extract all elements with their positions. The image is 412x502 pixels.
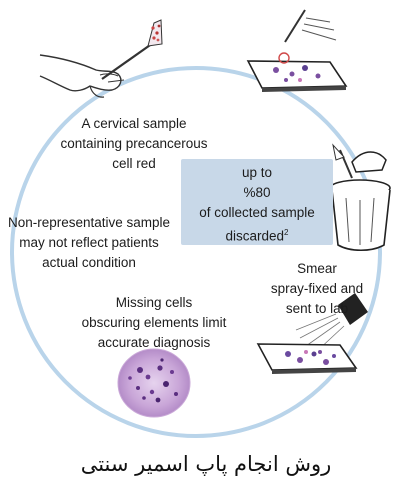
cervical-sample-label: A cervical sample containing precancerou… <box>36 114 232 174</box>
label-line: actual condition <box>42 255 136 270</box>
smear-sent-label: Smear spray-fixed and sent to lab <box>254 259 380 319</box>
hand-with-brush-illustration <box>39 19 163 98</box>
label-line: containing precancerous <box>60 136 208 151</box>
cycle-ring <box>10 66 382 438</box>
non-representative-label: Non-representative sample may not reflec… <box>0 213 178 273</box>
smear-slide-illustration <box>246 9 348 92</box>
label-line: spray-fixed and <box>270 281 364 296</box>
label-line: Smear <box>297 261 337 276</box>
label-line: sent to lab <box>285 301 349 316</box>
info-discarded-text: discarded <box>225 228 285 244</box>
label-line: Non-representative sample <box>7 215 171 230</box>
label-line: cell red <box>112 156 156 171</box>
microscope-cell-view-illustration <box>117 348 191 418</box>
label-line: may not reflect patients <box>19 235 159 250</box>
label-line: accurate diagnosis <box>97 335 211 350</box>
info-line: of collected sample <box>199 205 315 220</box>
missing-cells-label: Missing cells obscuring elements limit a… <box>66 293 242 353</box>
label-line: A cervical sample <box>81 116 187 131</box>
spray-slide-illustration <box>256 293 368 374</box>
trash-bin-illustration <box>329 143 391 252</box>
info-line-discarded: discarded2 <box>181 223 333 247</box>
info-line: up to <box>241 165 273 180</box>
footnote-marker: 2 <box>284 228 289 237</box>
info-line: %80 <box>243 185 271 200</box>
label-line: Missing cells <box>115 295 193 310</box>
label-line: obscuring elements limit <box>81 315 227 330</box>
page-caption: روش انجام پاپ اسمیر سنتی <box>80 452 332 476</box>
discarded-sample-info-box: up to %80 of collected sample discarded2 <box>181 159 333 245</box>
